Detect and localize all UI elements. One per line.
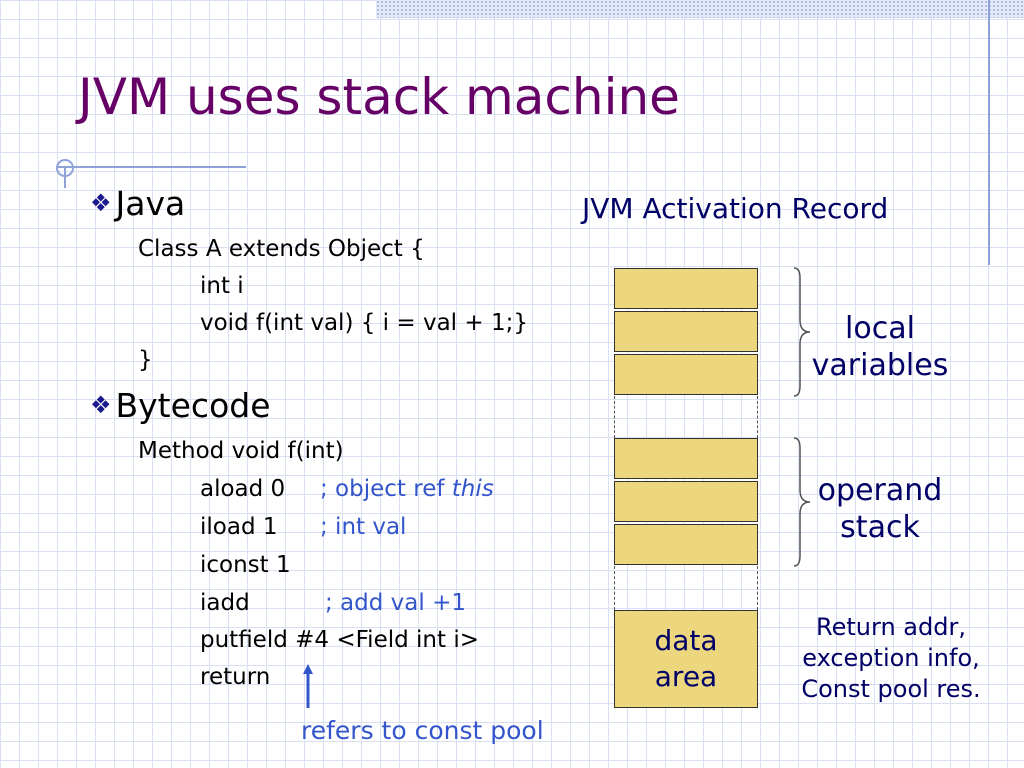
bytecode-heading: Bytecode xyxy=(115,386,271,425)
up-arrow-icon xyxy=(303,664,313,708)
diamond-bullet-icon: ❖ xyxy=(90,189,112,217)
data-area-label: area xyxy=(654,660,718,693)
stack-gap xyxy=(614,396,758,438)
decorative-horizontal-line xyxy=(58,166,246,168)
bytecode-comment: ; add val +1 xyxy=(325,590,466,616)
local-variable-slot xyxy=(614,354,758,395)
decorative-stem xyxy=(64,166,66,188)
stack-gap xyxy=(614,566,758,610)
bytecode-bullet-item: ❖Bytecode xyxy=(90,386,271,425)
local-variable-slot xyxy=(614,311,758,352)
java-heading: Java xyxy=(115,184,186,223)
data-area-label: data xyxy=(654,624,718,657)
local-variable-slot xyxy=(614,268,758,309)
bytecode-instruction: iload 1 xyxy=(200,514,278,540)
operand-stack-slot xyxy=(614,524,758,565)
bytecode-comment: ; int val xyxy=(320,514,407,540)
bytecode-instruction: putfield #4 <Field int i> xyxy=(200,627,479,653)
const-pool-annotation: refers to const pool xyxy=(301,716,544,745)
decorative-header-bar xyxy=(376,0,1024,18)
bytecode-comment: ; object ref this xyxy=(320,476,494,502)
bytecode-instruction: iadd xyxy=(200,590,250,616)
bytecode-instruction: aload 0 xyxy=(200,476,286,502)
bytecode-method: Method void f(int) xyxy=(138,438,344,464)
data-area-description: Return addr,exception info,Const pool re… xyxy=(801,613,981,703)
operand-stack-slot xyxy=(614,438,758,479)
diamond-bullet-icon: ❖ xyxy=(90,391,112,419)
operand-stack-brace xyxy=(793,437,811,567)
java-line: Class A extends Object { xyxy=(138,236,425,262)
bytecode-instruction: iconst 1 xyxy=(200,552,291,578)
local-variables-brace xyxy=(793,267,811,397)
operand-stack-slot xyxy=(614,481,758,522)
bytecode-instruction: return xyxy=(200,664,271,690)
activation-record-title: JVM Activation Record xyxy=(582,192,889,225)
java-line: } xyxy=(138,347,153,373)
java-bullet-item: ❖Java xyxy=(90,184,185,223)
java-line: int i xyxy=(200,273,244,299)
decorative-vertical-line xyxy=(988,0,990,265)
java-line: void f(int val) { i = val + 1;} xyxy=(200,310,528,336)
slide-title: JVM uses stack machine xyxy=(78,68,680,126)
